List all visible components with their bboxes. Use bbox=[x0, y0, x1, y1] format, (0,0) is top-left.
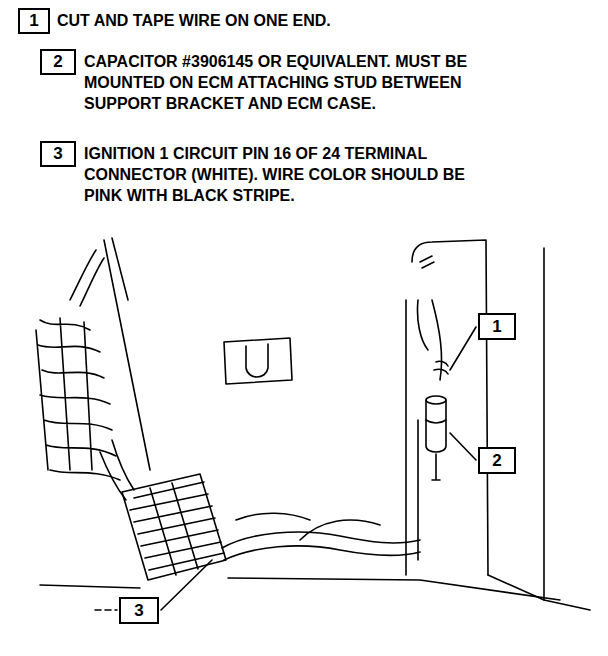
connector-pins bbox=[150, 483, 198, 575]
leader-line bbox=[450, 433, 476, 460]
support-bracket bbox=[405, 300, 407, 575]
capacitor-lead bbox=[432, 454, 440, 480]
callout-number: 2 bbox=[40, 49, 76, 75]
leader-line bbox=[95, 609, 117, 611]
panel-edge bbox=[112, 238, 128, 300]
capacitor bbox=[426, 396, 446, 404]
cable bbox=[222, 532, 420, 548]
connector-pins bbox=[130, 482, 224, 570]
floor-edge bbox=[40, 578, 560, 600]
note-text: CAPACITOR #3906145 OR EQUIVALENT. MUST B… bbox=[84, 51, 484, 114]
callout-text: 2 bbox=[492, 451, 501, 471]
callout-number: 3 bbox=[40, 141, 76, 167]
callout-text: 3 bbox=[53, 144, 62, 164]
callout-number: 3 bbox=[119, 597, 159, 624]
panel-edge bbox=[104, 240, 150, 470]
wire-harness bbox=[36, 318, 120, 480]
wire bbox=[432, 300, 442, 380]
leader-line bbox=[161, 560, 212, 610]
capacitor bbox=[426, 420, 446, 423]
callout-text: 3 bbox=[134, 601, 143, 621]
wires bbox=[236, 513, 380, 540]
callout-number: 2 bbox=[478, 447, 516, 474]
leader-line bbox=[450, 327, 476, 370]
callout-number: 1 bbox=[18, 8, 50, 34]
wire-harness bbox=[70, 250, 104, 306]
panel-edge bbox=[488, 575, 590, 610]
panel-edge bbox=[543, 248, 545, 600]
callout-text: 1 bbox=[492, 317, 501, 337]
callout-number: 1 bbox=[478, 313, 516, 340]
connector-body bbox=[122, 474, 226, 580]
note-text: IGNITION 1 CIRCUIT PIN 16 OF 24 TERMINAL… bbox=[84, 143, 484, 206]
support-bracket bbox=[412, 240, 488, 575]
callout-text: 2 bbox=[53, 52, 62, 72]
cable bbox=[224, 546, 420, 560]
capacitor bbox=[426, 400, 446, 452]
stud bbox=[420, 256, 434, 268]
u-bracket bbox=[246, 344, 268, 377]
u-bracket bbox=[224, 338, 292, 384]
callout-text: 1 bbox=[29, 11, 38, 31]
note-text: CUT AND TAPE WIRE ON ONE END. bbox=[57, 10, 577, 31]
taped-end bbox=[434, 361, 448, 374]
